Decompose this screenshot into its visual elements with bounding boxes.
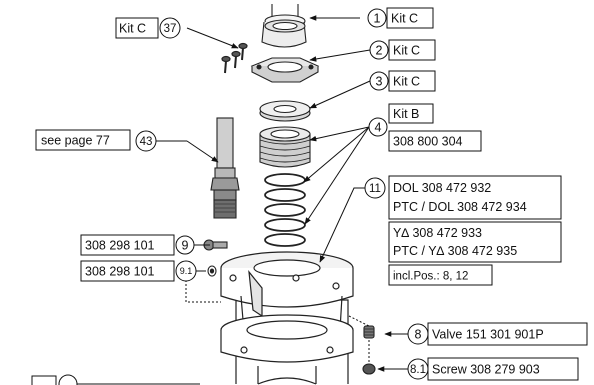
callout-8-1-label: Screw 308 279 903 <box>432 363 540 377</box>
callout-43-label: see page 77 <box>41 134 110 148</box>
callout-4-number: 4 <box>375 121 382 135</box>
callout-43: see page 77 43 <box>35 129 187 152</box>
callout-1-number: 1 <box>374 12 381 26</box>
callout-1: 1 Kit C <box>367 7 434 29</box>
callout-4-kit: Kit B <box>393 107 419 121</box>
callout-11-number: 11 <box>369 183 381 195</box>
callout-11-ptc-dol: PTC / DOL 308 472 934 <box>393 200 527 214</box>
callout-8-number: 8 <box>415 328 422 342</box>
callout-43-number: 43 <box>140 136 153 148</box>
part-flange-plate-drawing <box>250 57 320 83</box>
part-valve-body-drawing <box>220 251 354 385</box>
part-screw-drawing <box>362 363 376 375</box>
callout-2-label: Kit C <box>393 44 420 58</box>
part-valve-drawing <box>363 325 375 339</box>
callout-1-label: Kit C <box>391 12 418 26</box>
callout-8-1-number: 8.1 <box>410 364 426 376</box>
callout-11-included-positions: incl.Pos.: 8, 12 <box>393 271 468 283</box>
part-washer-drawing <box>259 100 311 122</box>
callout-9-number: 9 <box>182 239 189 253</box>
leader-lines <box>185 15 408 372</box>
part-seal-ring-drawing <box>207 265 217 277</box>
part-screws-drawing <box>221 42 248 74</box>
callout-9-1-number: 9.1 <box>180 266 193 276</box>
callout-4-part-number: 308 800 304 <box>393 135 463 149</box>
callout-11-ptc-star-delta: PTC / Y∆ 308 472 935 <box>393 244 517 258</box>
callout-9-part-number: 308 298 101 <box>85 239 155 253</box>
callout-8: 8 Valve 151 301 901P <box>407 322 588 346</box>
callout-2-number: 2 <box>376 44 383 58</box>
callout-8-1: 8.1 Screw 308 279 903 <box>407 357 579 381</box>
part-sensor-drawing <box>210 117 240 219</box>
callout-37-number: 37 <box>164 23 177 35</box>
callout-11: 11 DOL 308 472 932 PTC / DOL 308 472 934… <box>364 175 562 286</box>
part-spring-drawing <box>264 173 306 247</box>
callout-9-1-part-number: 308 298 101 <box>85 265 155 279</box>
callout-11-dol: DOL 308 472 932 <box>393 181 491 195</box>
callout-9: 308 298 101 9 <box>80 234 203 256</box>
cut-off-callout <box>31 374 200 385</box>
callout-8-label: Valve 151 301 901P <box>432 328 544 342</box>
part-threaded-nut-drawing <box>259 126 311 168</box>
part-cap-drawing <box>261 4 307 48</box>
callout-4: 4 Kit B 308 800 304 <box>368 103 482 152</box>
callout-3-number: 3 <box>376 75 383 89</box>
callout-11-star-delta: Y∆ 308 472 933 <box>393 226 482 240</box>
callout-9-1: 308 298 101 9.1 <box>80 260 200 282</box>
callout-3-label: Kit C <box>393 75 420 89</box>
callout-2: 2 Kit C <box>369 39 436 61</box>
callout-3: 3 Kit C <box>369 70 436 92</box>
callout-37: Kit C 37 <box>115 17 181 39</box>
callout-37-label: Kit C <box>119 22 146 36</box>
